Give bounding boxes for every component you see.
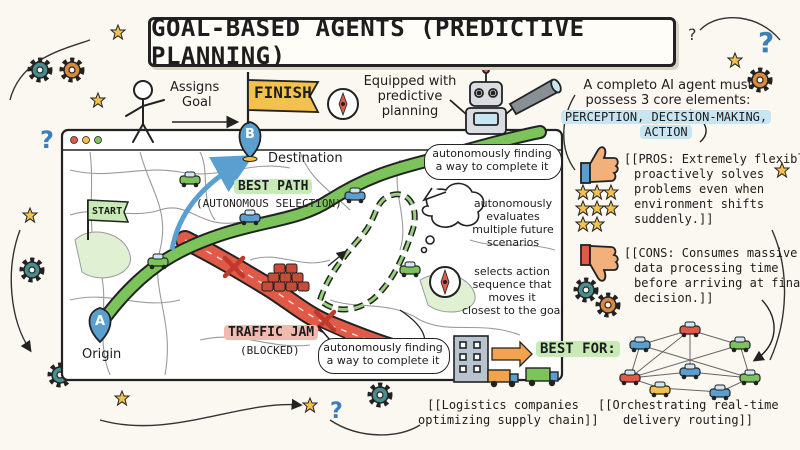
star-icon — [589, 184, 605, 200]
car-icon — [649, 381, 671, 398]
network-icon — [629, 329, 751, 393]
point-a-label: A — [95, 314, 106, 329]
gear-icon — [62, 60, 82, 80]
compass-icon — [327, 88, 359, 120]
question-mark-icon: ? — [688, 25, 697, 44]
question-mark-icon: ? — [758, 26, 774, 59]
park-area — [74, 231, 131, 279]
person-icon — [125, 80, 165, 143]
bubble-top-text: autonomously finding a way to complete i… — [432, 147, 552, 173]
gear-icon — [370, 385, 390, 405]
truck-icon — [525, 367, 559, 387]
equipped-label: Equipped with predictive planning — [363, 74, 457, 119]
core-elements-list: PERCEPTION, DECISION-MAKING, ACTION — [550, 110, 782, 140]
roadblock-barrels — [261, 263, 310, 292]
star-icon — [727, 52, 743, 68]
star-icon — [589, 200, 605, 216]
location-pin-icon — [238, 121, 262, 162]
finish-flag-icon — [246, 72, 320, 124]
gear-icon — [598, 295, 618, 315]
origin-label: Origin — [82, 347, 122, 362]
star-icon — [575, 216, 591, 232]
thumbs-up-icon — [580, 146, 619, 184]
pros-text: [[PROS: Extremely flexible, proactively … — [624, 152, 800, 226]
best-for-label: BEST FOR: — [536, 341, 620, 357]
speech-bubble-top — [424, 144, 562, 180]
cross-icon — [222, 255, 337, 333]
star-icon — [575, 200, 591, 216]
star-icon — [589, 216, 605, 232]
gear-icon — [22, 260, 42, 280]
question-mark-icon: ? — [40, 126, 54, 154]
decorative-doodles — [9, 17, 786, 436]
gear-icon — [30, 60, 50, 80]
core-elements-intro: A completo AI agent must possess 3 core … — [583, 78, 753, 108]
star-icon — [110, 24, 126, 40]
star-icon — [603, 184, 619, 200]
robot-icon — [449, 66, 519, 135]
evaluates-text: autonomously evaluates multiple future s… — [472, 197, 554, 249]
selection-arrow — [169, 155, 254, 251]
gear-icon — [576, 280, 596, 300]
bubble-bottom-text: autonomously finding a way to complete i… — [323, 341, 443, 367]
cons-text: [[CONS: Consumes massive data processing… — [624, 246, 800, 305]
use-case-logistics: [[Logistics companies optimizing supply … — [418, 398, 599, 427]
car-icon — [739, 369, 761, 386]
finish-flag-label: FINISH — [254, 83, 312, 102]
speech-bubble-bottom — [318, 338, 450, 374]
blocked-label: (BLOCKED) — [240, 344, 300, 357]
best-path-label: BEST PATH — [234, 179, 313, 194]
car-icon — [629, 336, 651, 353]
star-icon — [114, 390, 130, 406]
point-b-label: B — [245, 127, 255, 142]
selects-action-text: selects action sequence that moves it cl… — [462, 265, 564, 317]
warehouse-icon — [453, 335, 489, 383]
car-icon — [679, 363, 701, 380]
star-icon — [22, 207, 38, 223]
destination-label: Destination — [268, 151, 343, 166]
autonomous-selection-label: (AUTONOMOUS SELECTION) — [196, 197, 342, 210]
compass-icon — [429, 266, 461, 298]
car-icon — [729, 336, 751, 353]
page-title: GOAL-BASED AGENTS (PREDICTIVE PLANNING) — [151, 14, 585, 70]
star-icon — [575, 184, 591, 200]
star-icon — [603, 200, 619, 216]
telescope-icon — [508, 78, 562, 116]
location-pin-icon — [88, 307, 112, 344]
thumbs-down-icon — [580, 244, 619, 282]
star-icon — [90, 92, 106, 108]
start-flag-label: START — [92, 206, 123, 217]
start-flag-icon — [87, 199, 130, 240]
title-banner: GOAL-BASED AGENTS (PREDICTIVE PLANNING) — [148, 14, 676, 70]
star-icon — [302, 397, 318, 413]
traffic-jam-label: TRAFFIC JAM — [224, 325, 319, 340]
use-case-routing: [[Orchestrating real-time delivery routi… — [598, 398, 779, 427]
assigns-goal-label: Assigns Goal — [170, 80, 220, 110]
truck-icon — [487, 369, 519, 388]
question-mark-icon: ? — [330, 399, 343, 424]
